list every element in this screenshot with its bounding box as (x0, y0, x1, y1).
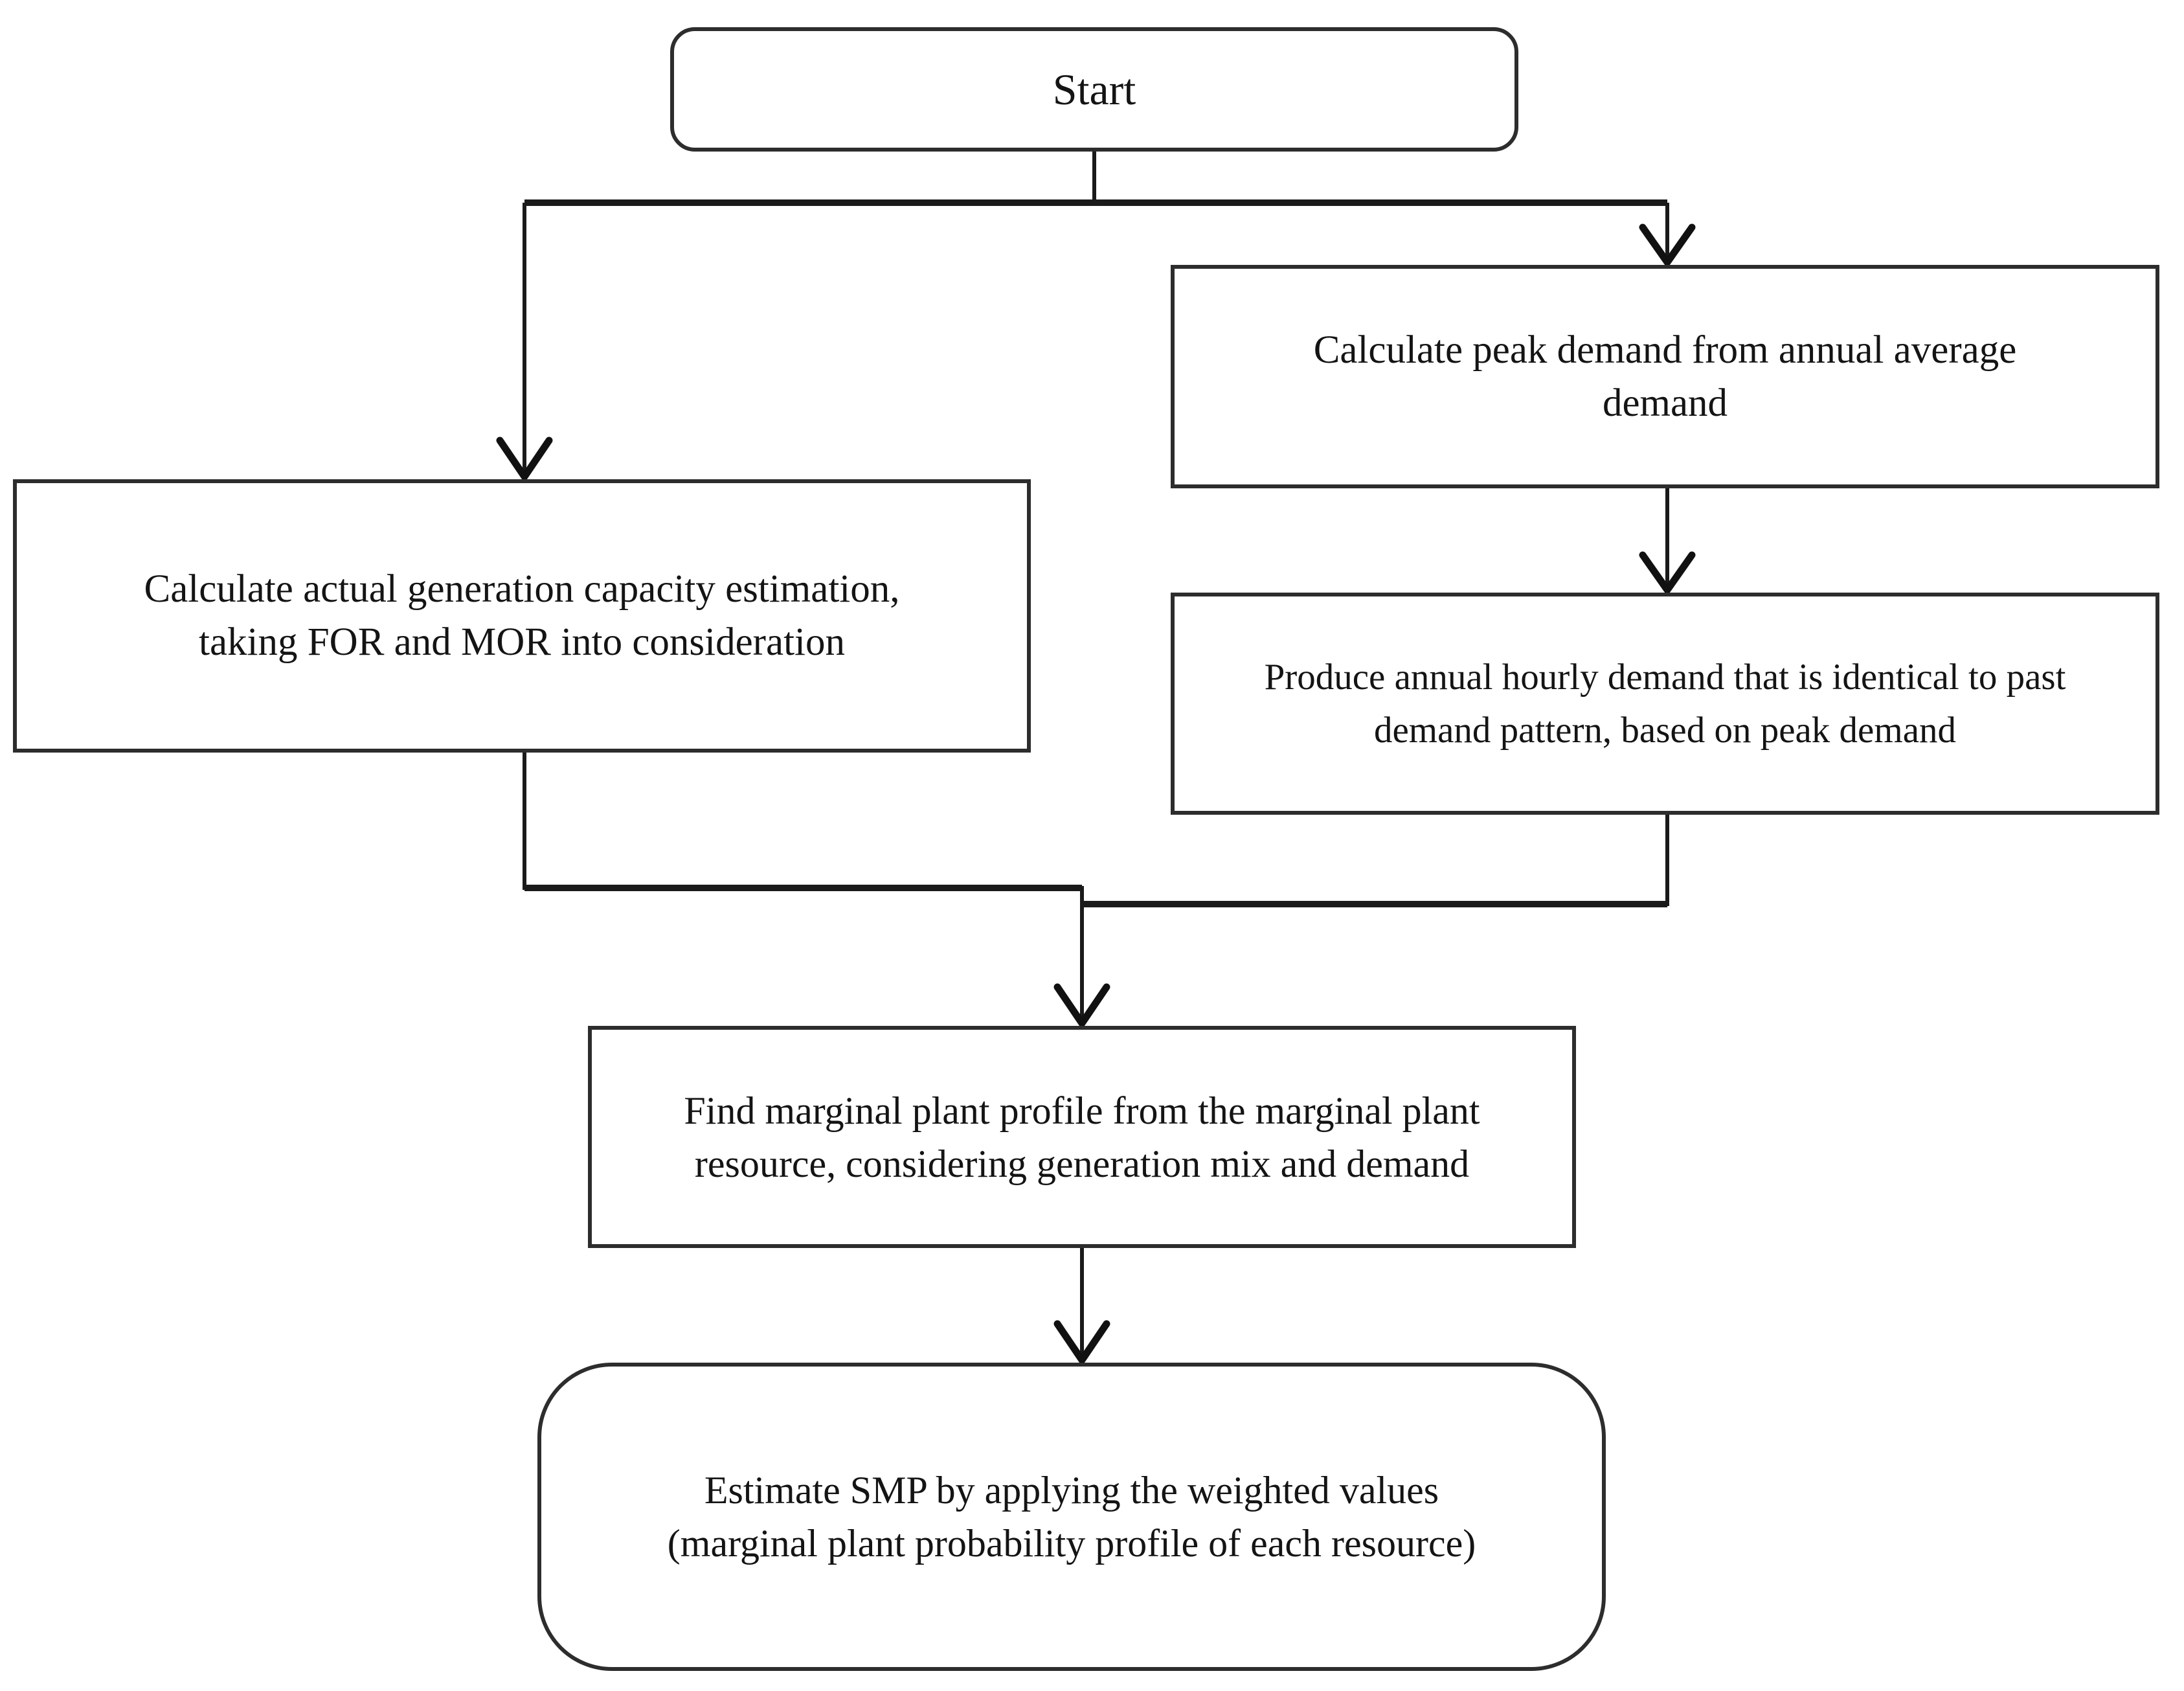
start-node-label: Start (1052, 65, 1136, 114)
produce-hourly-demand-line1: Produce annual hourly demand that is ide… (1264, 656, 2066, 698)
calc-capacity-line2: taking FOR and MOR into consideration (199, 620, 845, 664)
estimate-smp-line2: (marginal plant probability profile of e… (667, 1522, 1476, 1565)
edge-to-peak-arrowhead (1639, 223, 1696, 266)
calc-peak-demand-line2: demand (1602, 381, 1728, 425)
calc-capacity-node: Calculate actual generation capacity est… (13, 479, 1031, 753)
edge-peak-to-hourly-arrowhead (1639, 551, 1696, 594)
produce-hourly-demand-line2: demand pattern, based on peak demand (1373, 709, 1956, 751)
find-marginal-profile-node: Find marginal plant profile from the mar… (588, 1026, 1576, 1248)
calc-capacity-line1: Calculate actual generation capacity est… (144, 567, 900, 611)
edge-to-capacity-arrowhead (496, 437, 553, 481)
produce-hourly-demand-node: Produce annual hourly demand that is ide… (1171, 593, 2159, 815)
estimate-smp-line1: Estimate SMP by applying the weighted va… (704, 1469, 1439, 1512)
start-node: Start (670, 27, 1518, 152)
calc-peak-demand-line1: Calculate peak demand from annual averag… (1313, 328, 2017, 372)
estimate-smp-node: Estimate SMP by applying the weighted va… (537, 1363, 1606, 1671)
calc-peak-demand-node: Calculate peak demand from annual averag… (1171, 265, 2159, 488)
edge-to-find-arrowhead (1053, 983, 1110, 1027)
find-marginal-profile-line1: Find marginal plant profile from the mar… (684, 1089, 1480, 1132)
edge-find-to-smp-arrowhead (1053, 1320, 1110, 1364)
find-marginal-profile-line2: resource, considering generation mix and… (694, 1142, 1470, 1185)
